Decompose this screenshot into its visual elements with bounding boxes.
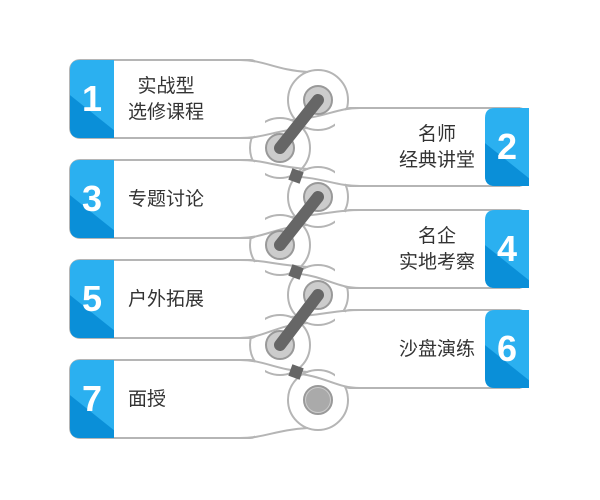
chain-connector [288, 364, 304, 380]
badge-shade [70, 395, 114, 438]
badge-shade [485, 143, 529, 186]
label-line2: 选修课程 [128, 101, 205, 123]
step-label: 名师经典讲堂 [399, 121, 475, 173]
card-mask [255, 62, 265, 136]
step-number: 2 [496, 126, 518, 167]
step-number: 5 [81, 278, 103, 319]
card-mask [255, 262, 265, 336]
badge-shade [70, 195, 114, 238]
badge-shade [70, 95, 114, 138]
card-mask [255, 362, 265, 436]
card-mask [255, 162, 265, 236]
label-line1: 户外拓展 [128, 288, 205, 310]
chain-link [274, 289, 324, 351]
label-line1: 面授 [128, 388, 167, 410]
label-line2: 经典讲堂 [398, 149, 475, 171]
label-line1: 实战型 [137, 75, 195, 97]
card-mask [335, 110, 345, 184]
step-label: 实战型选修课程 [128, 73, 204, 125]
step-label: 户外拓展 [128, 286, 204, 312]
chain-connector [288, 168, 304, 184]
step-label: 名企实地考察 [399, 223, 475, 275]
label-line1: 名企 [417, 225, 456, 247]
step-number: 4 [496, 228, 518, 269]
step-number: 3 [81, 178, 103, 219]
label-line2: 实地考察 [398, 251, 475, 273]
card-mask [335, 212, 345, 286]
badge-shade [70, 295, 114, 338]
badge-shade [485, 345, 529, 388]
step-label: 沙盘演练 [399, 336, 475, 362]
step-number: 7 [81, 378, 103, 419]
step-number: 6 [496, 328, 518, 369]
card-mask [335, 312, 345, 386]
label-line1: 沙盘演练 [398, 338, 475, 360]
step-number: 1 [81, 78, 103, 119]
label-line1: 专题讨论 [128, 188, 205, 210]
end-dot [306, 388, 330, 412]
step-label: 专题讨论 [128, 186, 204, 212]
chain-link [274, 94, 324, 154]
chain-link [274, 191, 324, 251]
chain-connector [288, 264, 304, 280]
label-line1: 名师 [417, 123, 456, 145]
step-label: 面授 [128, 386, 166, 412]
badge-shade [485, 245, 529, 288]
